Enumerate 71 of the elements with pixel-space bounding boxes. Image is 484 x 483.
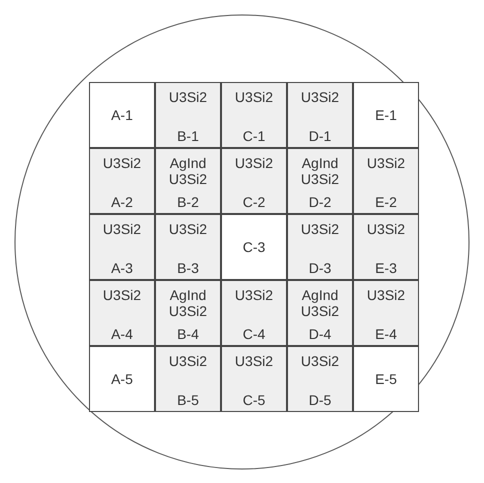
fuel-label: U3Si2 [234, 286, 274, 303]
core-position-cell [353, 148, 419, 214]
fuel-label: AgInd U3Si2 [300, 154, 340, 187]
core-position-cell [89, 346, 155, 412]
core-position-cell [89, 280, 155, 346]
core-position-cell [353, 280, 419, 346]
position-label: C-1 [242, 128, 266, 144]
fuel-label: AgInd U3Si2 [168, 154, 208, 187]
position-label: A-4 [111, 326, 133, 342]
core-position-cell [287, 346, 353, 412]
position-label: A-3 [111, 260, 133, 276]
position-label: D-2 [308, 194, 332, 210]
position-label: D-1 [308, 128, 332, 144]
position-label: C-3 [242, 238, 266, 254]
fuel-label: AgInd U3Si2 [168, 286, 208, 319]
core-position-cell [287, 214, 353, 280]
fuel-label: U3Si2 [234, 88, 274, 105]
core-position-cell [353, 82, 419, 148]
fuel-label: U3Si2 [234, 154, 274, 171]
fuel-label: U3Si2 [102, 154, 142, 171]
position-label: E-4 [375, 326, 397, 342]
core-position-cell [89, 214, 155, 280]
position-label: E-2 [375, 194, 397, 210]
fuel-label: U3Si2 [366, 286, 406, 303]
fuel-label: U3Si2 [300, 352, 340, 369]
fuel-label: U3Si2 [102, 220, 142, 237]
core-position-cell [287, 82, 353, 148]
fuel-label: U3Si2 [300, 220, 340, 237]
position-label: B-3 [177, 260, 199, 276]
core-position-cell [353, 214, 419, 280]
position-label: C-2 [242, 194, 266, 210]
core-position-cell [155, 346, 221, 412]
core-position-cell [221, 82, 287, 148]
position-label: E-3 [375, 260, 397, 276]
position-label: A-2 [111, 194, 133, 210]
core-position-cell [221, 346, 287, 412]
position-label: E-5 [375, 370, 397, 386]
core-circle [14, 14, 470, 470]
core-position-cell [89, 82, 155, 148]
fuel-label: U3Si2 [102, 286, 142, 303]
core-position-cell [155, 214, 221, 280]
core-position-cell [155, 82, 221, 148]
position-label: B-4 [177, 326, 199, 342]
position-label: B-2 [177, 194, 199, 210]
fuel-label: U3Si2 [168, 88, 208, 105]
fuel-label: U3Si2 [234, 352, 274, 369]
position-label: D-5 [308, 392, 332, 408]
position-label: B-1 [177, 128, 199, 144]
core-position-cell [221, 214, 287, 280]
core-position-cell [287, 148, 353, 214]
position-label: A-1 [111, 106, 133, 122]
core-position-cell [287, 280, 353, 346]
core-position-cell [155, 148, 221, 214]
core-position-cell [155, 280, 221, 346]
core-position-cell [221, 280, 287, 346]
core-position-cell [89, 148, 155, 214]
fuel-label: U3Si2 [300, 88, 340, 105]
position-label: D-3 [308, 260, 332, 276]
fuel-label: AgInd U3Si2 [300, 286, 340, 319]
position-label: C-4 [242, 326, 266, 342]
position-label: C-5 [242, 392, 266, 408]
fuel-label: U3Si2 [366, 220, 406, 237]
core-position-cell [221, 148, 287, 214]
core-position-cell [353, 346, 419, 412]
position-label: E-1 [375, 106, 397, 122]
fuel-label: U3Si2 [168, 220, 208, 237]
position-label: A-5 [111, 370, 133, 386]
fuel-label: U3Si2 [366, 154, 406, 171]
fuel-label: U3Si2 [168, 352, 208, 369]
position-label: B-5 [177, 392, 199, 408]
position-label: D-4 [308, 326, 332, 342]
